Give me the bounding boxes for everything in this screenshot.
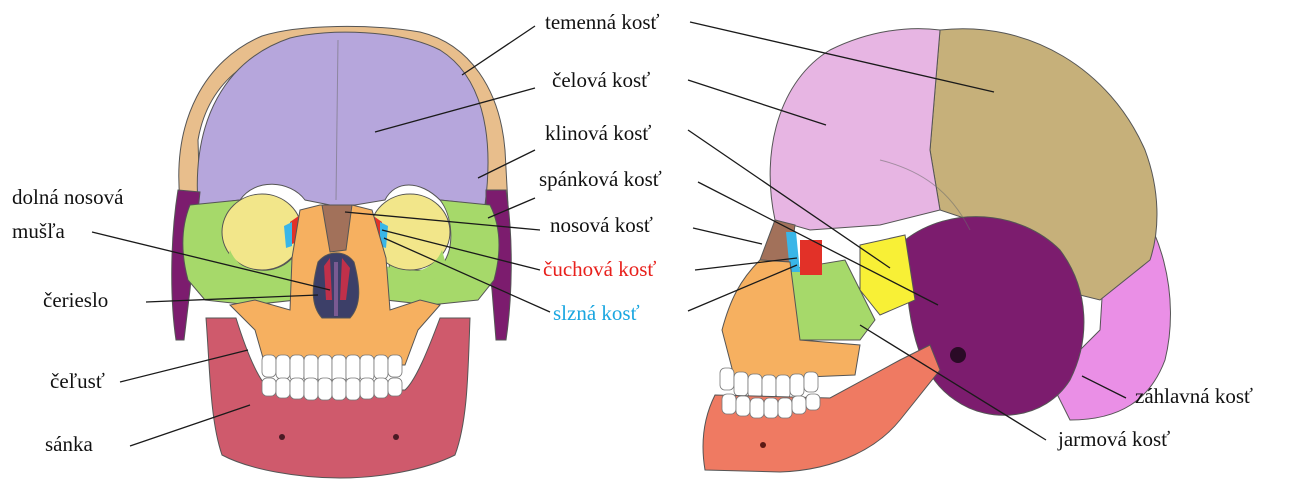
- label-vomer: čerieslo: [43, 288, 108, 312]
- front-vomer: [334, 262, 338, 316]
- label-zygomatic: jarmová kosť: [1057, 427, 1170, 451]
- label-parietal: temenná kosť: [545, 10, 660, 34]
- label-maxilla: čeľusť: [50, 369, 105, 393]
- side-ethmoid-bone: [800, 240, 822, 275]
- label-concha-line2: mušľa: [12, 219, 66, 243]
- label-frontal: čelová kosť: [552, 68, 650, 92]
- front-mental-foramen-left: [279, 434, 285, 440]
- front-lower-teeth: [262, 378, 402, 400]
- label-occipital: záhlavná kosť: [1135, 384, 1253, 408]
- front-mental-foramen-right: [393, 434, 399, 440]
- label-ethmoid: čuchová kosť: [543, 257, 656, 281]
- side-mental-foramen: [760, 442, 766, 448]
- label-sphenoid: klinová kosť: [545, 121, 651, 145]
- label-lacrimal: slzná kosť: [553, 301, 640, 325]
- side-ear-canal: [950, 347, 966, 363]
- label-nasal: nosová kosť: [550, 213, 653, 237]
- label-temporal: spánková kosť: [539, 167, 662, 191]
- side-frontal-bone: [770, 29, 940, 230]
- skull-side-view: [703, 29, 1170, 472]
- label-concha-line1: dolná nosová: [12, 185, 124, 209]
- skull-front-view: [172, 26, 512, 478]
- side-sphenoid-bone: [860, 235, 915, 315]
- label-mandible: sánka: [45, 432, 93, 456]
